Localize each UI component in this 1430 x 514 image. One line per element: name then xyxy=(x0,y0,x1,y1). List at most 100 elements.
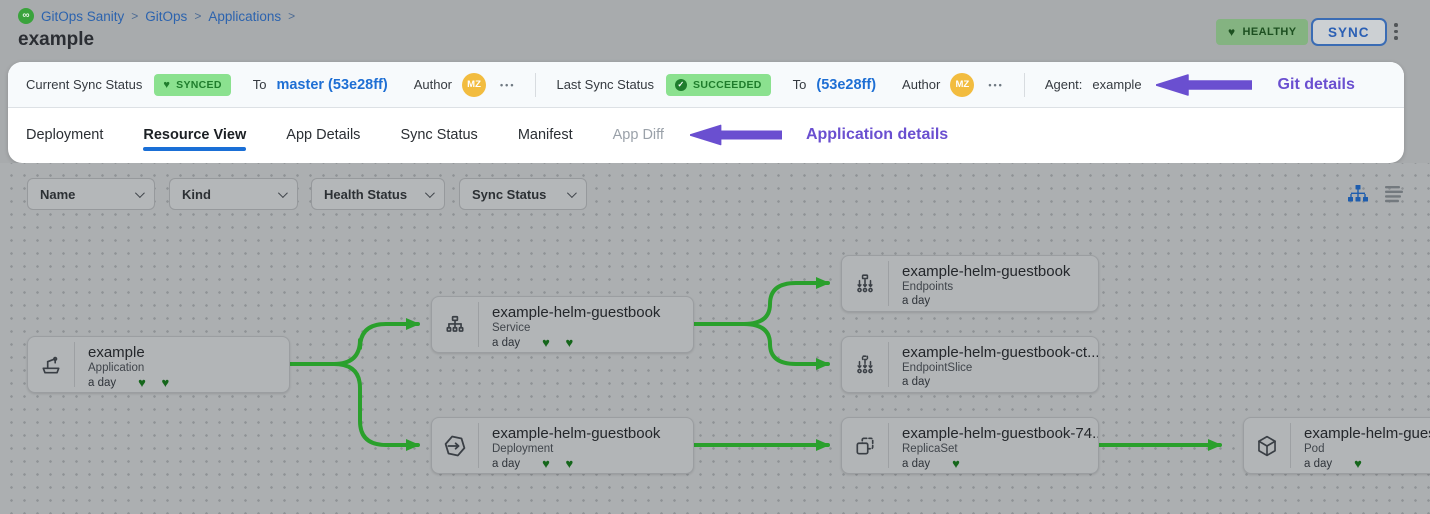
divider xyxy=(478,302,479,347)
filter-health-label: Health Status xyxy=(324,186,408,202)
more-menu-icon[interactable]: ••• xyxy=(500,79,516,90)
node-deployment[interactable]: example-helm-guestbook Deployment a day♥… xyxy=(431,417,694,474)
node-title: example xyxy=(88,344,145,361)
health-hearts-icon: ♥ ♥ xyxy=(542,335,574,350)
health-hearts-icon: ♥ ♥ xyxy=(138,375,170,390)
tab-app-details[interactable]: App Details xyxy=(286,127,361,143)
chevron-down-icon xyxy=(134,187,145,198)
succeeded-badge-label: SUCCEEDED xyxy=(693,78,762,91)
heart-icon: ♥ xyxy=(1228,25,1236,39)
heart-icon: ♥ xyxy=(163,78,171,91)
gitops-logo-icon: ∞ xyxy=(18,8,34,24)
health-hearts-icon: ♥ ♥ xyxy=(542,456,574,471)
chevron-down-icon xyxy=(424,187,435,198)
replicaset-icon xyxy=(842,418,888,473)
node-application-example[interactable]: example Application a day ♥ ♥ xyxy=(27,336,290,393)
node-title: example-helm-guestbook-74... xyxy=(902,425,1098,442)
breadcrumb-link-gitops-sanity[interactable]: GitOps Sanity xyxy=(41,8,125,24)
health-badge-label: HEALTHY xyxy=(1242,26,1297,38)
breadcrumb: ∞ GitOps Sanity > GitOps > Applications … xyxy=(18,8,295,24)
divider xyxy=(1023,72,1025,97)
breadcrumb-separator: > xyxy=(288,9,296,23)
more-menu-icon[interactable]: ••• xyxy=(988,79,1004,90)
node-kind: Service xyxy=(492,322,531,334)
tab-manifest[interactable]: Manifest xyxy=(517,127,573,143)
node-age: a day xyxy=(902,295,931,307)
node-title: example-helm-guest xyxy=(1304,425,1430,442)
check-icon: ✓ xyxy=(675,78,688,91)
filter-kind-dropdown[interactable]: Kind xyxy=(169,178,298,210)
tab-sync-status[interactable]: Sync Status xyxy=(400,127,478,143)
node-kind: Endpoints xyxy=(902,281,954,293)
node-service[interactable]: example-helm-guestbook Service a day♥ ♥ xyxy=(431,296,694,353)
endpointslice-icon xyxy=(842,337,888,392)
chevron-down-icon xyxy=(566,187,577,198)
to-label: To xyxy=(252,77,267,92)
annotation-arrow-icon xyxy=(1155,73,1252,96)
application-icon xyxy=(28,337,74,392)
node-kind: Deployment xyxy=(492,443,554,455)
node-endpoints[interactable]: example-helm-guestbook Endpoints a day xyxy=(841,255,1099,312)
node-age: a day xyxy=(492,457,521,470)
sync-button[interactable]: SYNC xyxy=(1311,18,1387,46)
node-pod[interactable]: example-helm-guest Pod a day ♥ xyxy=(1243,417,1430,474)
current-sync-label: Current Sync Status xyxy=(26,77,143,92)
current-revision-link[interactable]: master (53e28ff) xyxy=(276,76,388,93)
node-kind: Application xyxy=(88,362,145,374)
list-view-icon[interactable] xyxy=(1384,186,1404,203)
sync-status-bar: Current Sync Status ♥ SYNCED To master (… xyxy=(8,62,1404,108)
breadcrumb-link-gitops[interactable]: GitOps xyxy=(145,8,188,24)
node-age: a day xyxy=(88,376,117,389)
node-kind: ReplicaSet xyxy=(902,443,958,455)
divider xyxy=(74,342,75,387)
divider xyxy=(888,342,889,387)
author-avatar: MZ xyxy=(950,72,975,97)
filter-sync-status-dropdown[interactable]: Sync Status xyxy=(459,178,587,210)
author-avatar: MZ xyxy=(462,72,487,97)
divider xyxy=(888,423,889,468)
node-age: a day xyxy=(902,376,931,388)
resource-graph-canvas xyxy=(0,163,1430,514)
breadcrumb-link-applications[interactable]: Applications xyxy=(208,8,282,24)
tree-view-icon[interactable] xyxy=(1348,185,1368,204)
filter-name-label: Name xyxy=(40,186,76,202)
tab-app-diff[interactable]: App Diff xyxy=(612,127,664,143)
kebab-menu-icon[interactable] xyxy=(1392,21,1400,42)
service-icon xyxy=(432,297,478,352)
pod-icon xyxy=(1244,418,1290,473)
health-hearts-icon: ♥ xyxy=(952,456,960,471)
health-hearts-icon: ♥ xyxy=(1354,456,1362,471)
node-kind: EndpointSlice xyxy=(902,362,973,374)
app-details-card: Current Sync Status ♥ SYNCED To master (… xyxy=(8,62,1404,163)
deployment-icon xyxy=(432,418,478,473)
breadcrumb-separator: > xyxy=(194,9,202,23)
filter-sync-label: Sync Status xyxy=(472,186,547,202)
tab-deployment[interactable]: Deployment xyxy=(26,127,104,143)
node-replicaset[interactable]: example-helm-guestbook-74... ReplicaSet … xyxy=(841,417,1099,474)
annotation-arrow-icon xyxy=(689,124,782,146)
to-label: To xyxy=(792,77,807,92)
divider xyxy=(535,72,537,97)
author-label: Author xyxy=(413,77,453,92)
endpoints-icon xyxy=(842,256,888,311)
health-status-badge: ♥ HEALTHY xyxy=(1216,19,1309,45)
filter-kind-label: Kind xyxy=(182,186,211,202)
last-sync-label: Last Sync Status xyxy=(556,77,655,92)
node-title: example-helm-guestbook-ct... xyxy=(902,344,1098,361)
last-revision-link[interactable]: (53e28ff) xyxy=(816,76,877,93)
author-label: Author xyxy=(902,77,941,92)
filter-health-status-dropdown[interactable]: Health Status xyxy=(311,178,445,210)
node-title: example-helm-guestbook xyxy=(902,263,1071,280)
divider xyxy=(478,423,479,468)
filter-name-dropdown[interactable]: Name xyxy=(27,178,155,210)
git-details-annotation: Git details xyxy=(1277,75,1355,93)
node-endpointslice[interactable]: example-helm-guestbook-ct... EndpointSli… xyxy=(841,336,1099,393)
node-kind: Pod xyxy=(1304,443,1325,455)
divider xyxy=(1290,423,1291,468)
chevron-down-icon xyxy=(277,187,288,198)
tab-resource-view[interactable]: Resource View xyxy=(143,108,246,162)
application-details-annotation: Application details xyxy=(805,126,949,143)
node-age: a day xyxy=(1304,457,1333,470)
tabs: Deployment Resource View App Details Syn… xyxy=(8,108,1404,162)
